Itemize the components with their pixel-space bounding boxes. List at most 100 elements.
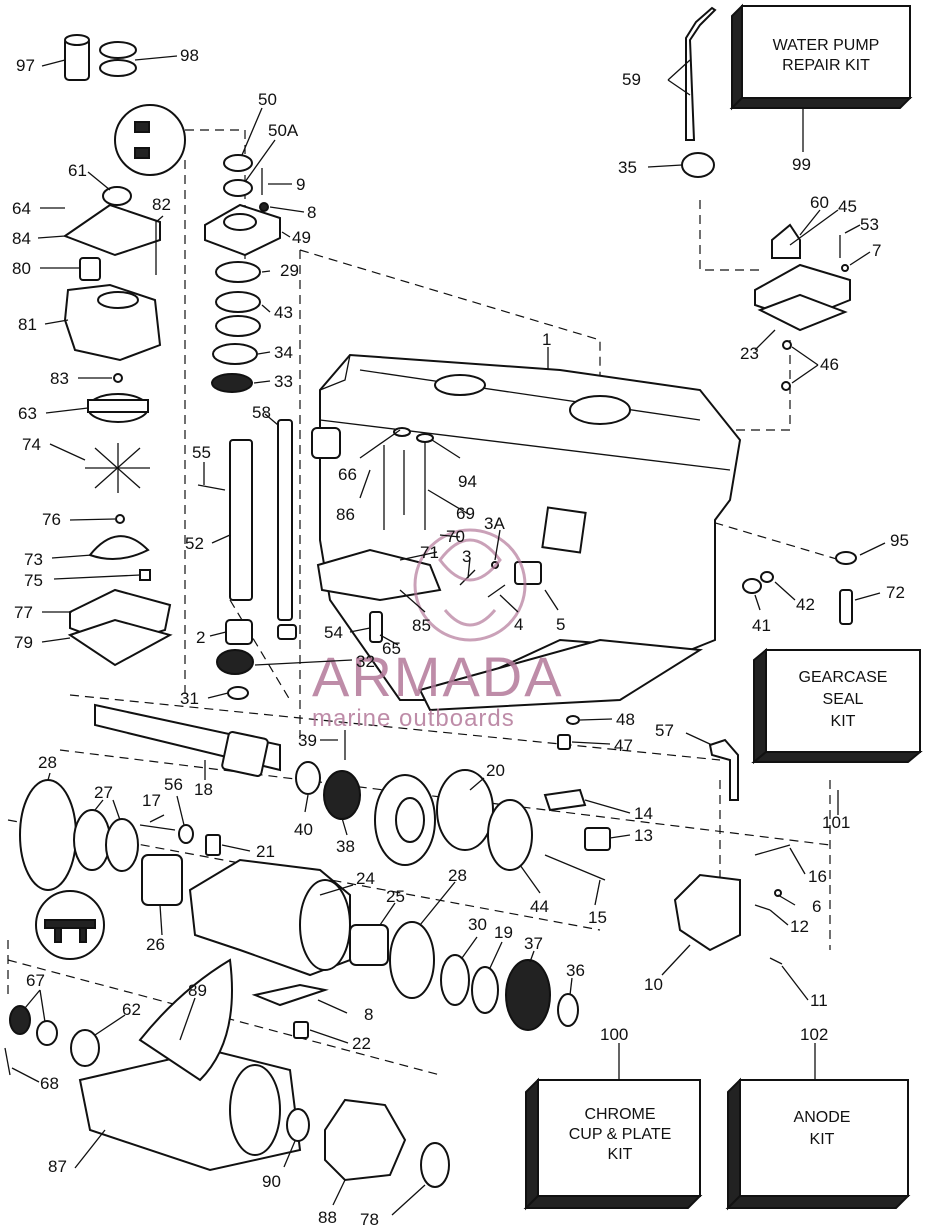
callout-20: 20 [486,761,505,780]
callout-49: 49 [292,228,311,247]
callout-76: 76 [42,510,61,529]
callout-8: 8 [307,203,316,222]
callout-55: 55 [192,443,211,462]
callout-30: 30 [468,915,487,934]
gearcase-fittings [311,427,857,801]
callout-81: 81 [18,315,37,334]
callout-23: 23 [740,344,759,363]
watermark: ARMADA marine outboards [312,528,564,732]
kit-102-line-1: ANODE [794,1109,851,1126]
callout-100: 100 [600,1025,628,1044]
callout-88: 88 [318,1208,337,1227]
kit-box-anode: ANODE KIT [725,1077,911,1211]
callout-5: 5 [556,615,565,634]
callout-7: 7 [872,241,881,260]
propeller-parts [4,958,450,1188]
kit-box-chrome-cup: CHROME CUP & PLATE KIT [523,1077,703,1211]
kit-100-line-2: CUP & PLATE [569,1126,672,1143]
callout-85: 85 [412,616,431,635]
callout-57: 57 [655,721,674,740]
callout-32: 32 [356,652,375,671]
kit-box-gearcase-seal: GEARCASE SEAL KIT [751,647,923,765]
callout-101: 101 [822,813,850,832]
callout-8b: 8 [364,1005,373,1024]
callout-12: 12 [790,917,809,936]
callout-73: 73 [24,550,43,569]
callout-56: 56 [164,775,183,794]
callout-94: 94 [458,472,477,491]
callout-39: 39 [298,731,317,750]
callout-2: 2 [196,628,205,647]
callout-78: 78 [360,1210,379,1227]
callout-45: 45 [838,197,857,216]
callout-19: 19 [494,923,513,942]
callout-82: 82 [152,195,171,214]
callout-80: 80 [12,259,31,278]
callout-26: 26 [146,935,165,954]
watermark-tagline: marine outboards [312,705,515,732]
callout-42: 42 [796,595,815,614]
callout-14: 14 [634,804,653,823]
callout-102: 102 [800,1025,828,1044]
callout-37: 37 [524,934,543,953]
callout-3: 3 [462,547,471,566]
callout-87: 87 [48,1157,67,1176]
callout-62: 62 [122,1000,141,1019]
callout-70: 70 [446,527,465,546]
propeller-shaft-parts [19,703,791,1039]
callout-21: 21 [256,842,275,861]
callout-89: 89 [188,981,207,1000]
callout-64: 64 [12,199,31,218]
callout-16: 16 [808,867,827,886]
callout-34: 34 [274,343,293,362]
kit-99-line-2: REPAIR KIT [782,57,870,74]
impeller [85,443,150,493]
kit-101-line-3: KIT [831,713,856,730]
callout-75: 75 [24,571,43,590]
callout-36: 36 [566,961,585,980]
callout-58: 58 [252,403,271,422]
callout-86: 86 [336,505,355,524]
callout-63: 63 [18,404,37,423]
callout-22: 22 [352,1034,371,1053]
watermark-brand: ARMADA [312,645,564,708]
callout-50a: 50A [268,121,299,140]
callout-97: 97 [16,56,35,75]
callout-53: 53 [860,215,879,234]
callout-67: 67 [26,971,45,990]
callout-33: 33 [274,372,293,391]
callout-61: 61 [68,161,87,180]
callout-54: 54 [324,623,343,642]
callout-50: 50 [258,90,277,109]
callout-90: 90 [262,1172,281,1191]
callout-48: 48 [616,710,635,729]
callout-28a: 28 [38,753,57,772]
callout-72: 72 [886,583,905,602]
callout-15: 15 [588,908,607,927]
callout-18: 18 [194,780,213,799]
callout-79: 79 [14,633,33,652]
callout-77: 77 [14,603,33,622]
callout-99: 99 [792,155,811,174]
callout-6: 6 [812,897,821,916]
leader-lines [11,55,886,1216]
callout-43: 43 [274,303,293,322]
callout-27: 27 [94,783,113,802]
callout-31: 31 [180,689,199,708]
upper-right-parts [681,6,851,391]
callout-47: 47 [614,736,633,755]
callout-1: 1 [542,330,551,349]
callout-25: 25 [386,887,405,906]
kit-101-line-1: GEARCASE [799,669,888,686]
callout-10: 10 [644,975,663,994]
callout-24: 24 [356,869,375,888]
callout-17: 17 [142,791,161,810]
callout-71: 71 [420,543,439,562]
callout-98: 98 [180,46,199,65]
water-pump-parts [62,34,297,700]
callout-numbers: 97 98 50 50A 9 8 61 64 82 84 49 80 29 81… [12,46,909,1227]
callout-59: 59 [622,70,641,89]
callout-11: 11 [810,991,828,1010]
callout-13: 13 [634,826,653,845]
